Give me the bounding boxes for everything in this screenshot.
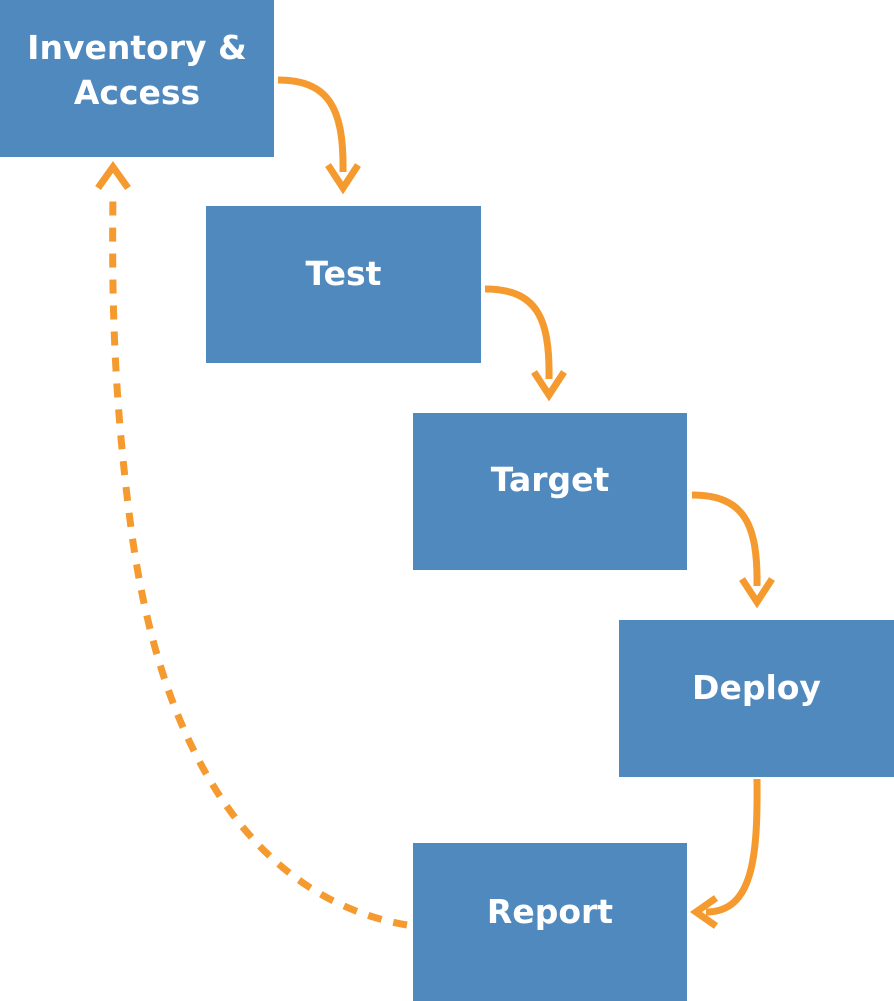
arrowhead-report-to-inventory [95,160,131,191]
step-inventory-access: Inventory & Access [0,0,274,157]
arrowhead-deploy-to-report [689,895,719,929]
arrowhead-target-to-deploy [739,577,775,609]
step-inventory-access-label: Inventory & Access [27,27,247,112]
step-deploy: Deploy [619,620,894,777]
step-test-label: Test [305,254,382,294]
arrowhead-test-to-target [531,370,567,402]
step-deploy-label: Deploy [692,668,821,708]
step-target: Target [413,413,687,570]
arrow-target-to-deploy [691,491,761,587]
arrow-deploy-to-report [705,778,761,916]
step-report: Report [413,843,687,1001]
arrow-inventory-to-test [277,76,347,173]
arrowhead-inventory-to-test [325,163,361,195]
step-report-label: Report [486,891,614,931]
step-target-label: Target [490,459,610,499]
arrow-test-to-target [484,285,553,380]
step-test: Test [206,206,481,363]
